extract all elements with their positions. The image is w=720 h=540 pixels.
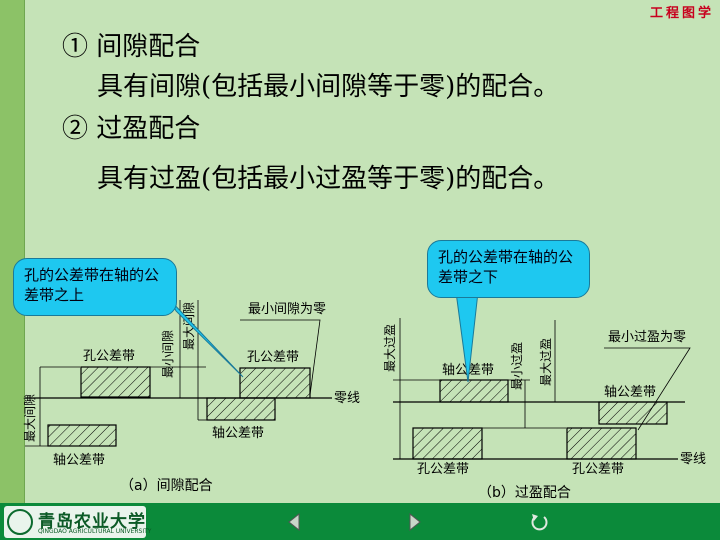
callout-a: 孔的公差带在轴的公差带之上 <box>13 258 177 316</box>
diagram-b: 零线 轴公差带 轴公差带 孔公差带 孔公差带 最大过盈 最小过盈 最大过盈 <box>383 291 706 501</box>
logo-subtext: QINGDAO AGRICULTURAL UNIVERSITY <box>38 528 152 535</box>
min-clearance-label: 最小间隙 <box>161 330 175 378</box>
zero-line-label-b: 零线 <box>680 452 706 467</box>
hole-zone-label-b1: 孔公差带 <box>417 462 469 477</box>
hole-zone-a2 <box>239 367 311 399</box>
min-interference-label: 最小过盈 <box>510 342 524 390</box>
hole-zone-label-a1: 孔公差带 <box>83 349 135 364</box>
shaft-zone-label-a1: 轴公差带 <box>212 426 264 441</box>
min-interference-zero-label: 最小过盈为零 <box>608 330 686 345</box>
item1-title: ① 间隙配合 <box>62 32 201 62</box>
prev-slide-button[interactable] <box>284 511 304 533</box>
shaft-zone-a2 <box>47 424 117 447</box>
caption-b: （b）过盈配合 <box>478 485 571 501</box>
next-slide-button[interactable] <box>405 511 425 533</box>
item2-title: ② 过盈配合 <box>62 114 201 144</box>
shaft-zone-label-a2: 轴公差带 <box>53 453 105 468</box>
diagram-a: 零线 孔公差带 孔公差带 轴公差带 轴公差带 最大间隙 最小间隙 最大间隙 <box>23 299 360 494</box>
hole-zone-label-a2: 孔公差带 <box>247 350 299 365</box>
min-clearance-zero-label: 最小间隙为零 <box>248 302 326 317</box>
return-arrow-icon <box>531 514 548 531</box>
max-clearance-left-label: 最大间隙 <box>23 394 37 442</box>
triangle-right-icon <box>409 513 421 531</box>
triangle-left-icon <box>288 513 300 531</box>
return-button[interactable] <box>529 511 549 533</box>
item1-description: 具有间隙(包括最小间隙等于零)的配合。 <box>97 72 560 102</box>
footer-bar: 青岛农业大学 QINGDAO AGRICULTURAL UNIVERSITY <box>0 503 720 540</box>
hole-zone-a1 <box>80 366 151 398</box>
logo-emblem-icon <box>7 509 33 535</box>
shaft-zone-b1 <box>439 379 509 403</box>
callout-b: 孔的公差带在轴的公差带之下 <box>427 240 590 298</box>
zero-line-label-a: 零线 <box>334 391 360 406</box>
max-interference-mid-label: 最大过盈 <box>539 338 553 386</box>
max-clearance-top-label: 最大间隙 <box>182 302 196 350</box>
max-interference-left-label: 最大过盈 <box>383 324 397 372</box>
shaft-zone-b2 <box>598 401 668 425</box>
left-sidebar <box>0 0 25 503</box>
item2-description: 具有过盈(包括最小过盈等于零)的配合。 <box>97 164 560 194</box>
shaft-zone-a1 <box>206 397 276 421</box>
hole-zone-label-b2: 孔公差带 <box>572 462 624 477</box>
logo-text: 青岛农业大学 <box>38 512 146 532</box>
shaft-zone-label-b2: 轴公差带 <box>604 385 656 400</box>
hole-zone-b1 <box>412 427 483 460</box>
caption-a: （a）间隙配合 <box>120 478 213 494</box>
university-logo: 青岛农业大学 QINGDAO AGRICULTURAL UNIVERSITY <box>4 506 151 538</box>
course-title: 工程图学 <box>649 6 714 21</box>
hole-zone-b2 <box>566 427 637 460</box>
